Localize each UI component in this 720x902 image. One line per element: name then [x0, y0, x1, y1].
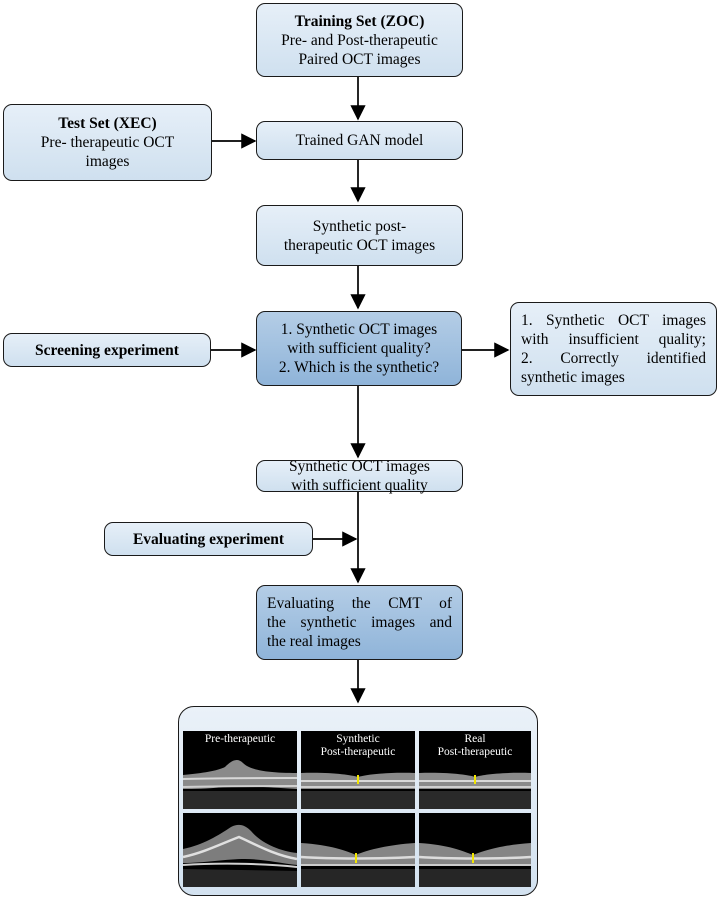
- oct-real-post-top: Real Post-therapeutic: [419, 731, 531, 809]
- test-set-title: Test Set (XEC): [58, 115, 157, 132]
- oct-column-title-synthetic: Synthetic Post-therapeutic: [320, 733, 396, 758]
- training-set-box: Training Set (ZOC) Pre- and Post-therape…: [256, 3, 463, 77]
- evaluating-experiment-box: Evaluating experiment: [104, 522, 313, 556]
- oct-image-panel: Pre-therapeutic Synthetic Post-therapeut…: [178, 706, 538, 896]
- oct-synthetic-post-bottom: [301, 813, 415, 887]
- oct-retina-scan: [419, 843, 531, 887]
- oct-retina-scan: [183, 760, 297, 809]
- test-set-line2: images: [85, 153, 130, 170]
- oct-retina-scan: [419, 772, 531, 809]
- oct-pre-therapeutic-top: Pre-therapeutic: [183, 731, 297, 809]
- screening-question-line2: with sufficient quality?: [287, 340, 431, 357]
- evaluating-cmt-line1: Evaluating the CMT of: [267, 595, 452, 612]
- training-set-title: Training Set (ZOC): [294, 12, 425, 30]
- synthetic-post-line2: therapeutic OCT images: [283, 236, 436, 254]
- synthetic-post-box: Synthetic post- therapeutic OCT images: [256, 205, 463, 266]
- screening-experiment-label: Screening experiment: [35, 341, 179, 359]
- excluded-line1: 1. Synthetic OCT images: [521, 312, 706, 329]
- screening-question-line1: 1. Synthetic OCT images: [280, 321, 438, 338]
- evaluating-experiment-label: Evaluating experiment: [132, 530, 285, 548]
- evaluating-cmt-box: Evaluating the CMT of the synthetic imag…: [256, 585, 463, 660]
- oct-column-title-real: Real Post-therapeutic: [437, 733, 513, 758]
- oct-column-title-pre: Pre-therapeutic: [204, 733, 276, 745]
- sufficient-quality-line2: with sufficient quality: [291, 477, 428, 494]
- oct-real-post-bottom: [419, 813, 531, 887]
- oct-retina-scan: [301, 843, 415, 887]
- screening-question-line3: 2. Which is the synthetic?: [278, 359, 440, 376]
- training-set-line1: Pre- and Post-therapeutic: [281, 31, 438, 49]
- excluded-images-box: 1. Synthetic OCT images with insufficien…: [510, 302, 717, 396]
- excluded-line3: 2. Correctly identified: [521, 350, 706, 367]
- sufficient-quality-line1: Synthetic OCT images: [289, 458, 430, 475]
- sufficient-quality-box: Synthetic OCT images with sufficient qua…: [256, 458, 463, 494]
- screening-question-box: 1. Synthetic OCT images with sufficient …: [256, 311, 462, 386]
- test-set-line1: Pre- therapeutic OCT: [40, 134, 175, 151]
- oct-retina-scan: [183, 824, 297, 887]
- oct-synthetic-post-top: Synthetic Post-therapeutic: [301, 731, 415, 809]
- training-set-line2: Paired OCT images: [298, 50, 421, 68]
- synthetic-post-line1: Synthetic post-: [312, 217, 407, 235]
- screening-experiment-box: Screening experiment: [3, 333, 211, 367]
- gan-model-label: Trained GAN model: [295, 132, 424, 149]
- oct-pre-therapeutic-bottom: [183, 813, 297, 887]
- oct-retina-scan: [301, 772, 415, 809]
- test-set-box: Test Set (XEC) Pre- therapeutic OCT imag…: [3, 104, 212, 181]
- evaluating-cmt-line3: the real images: [267, 633, 361, 650]
- evaluating-cmt-line2: the synthetic images and: [267, 614, 452, 631]
- excluded-line4: synthetic images: [521, 369, 625, 386]
- excluded-line2: with insufficient quality;: [521, 331, 706, 348]
- gan-model-box: Trained GAN model: [256, 121, 463, 160]
